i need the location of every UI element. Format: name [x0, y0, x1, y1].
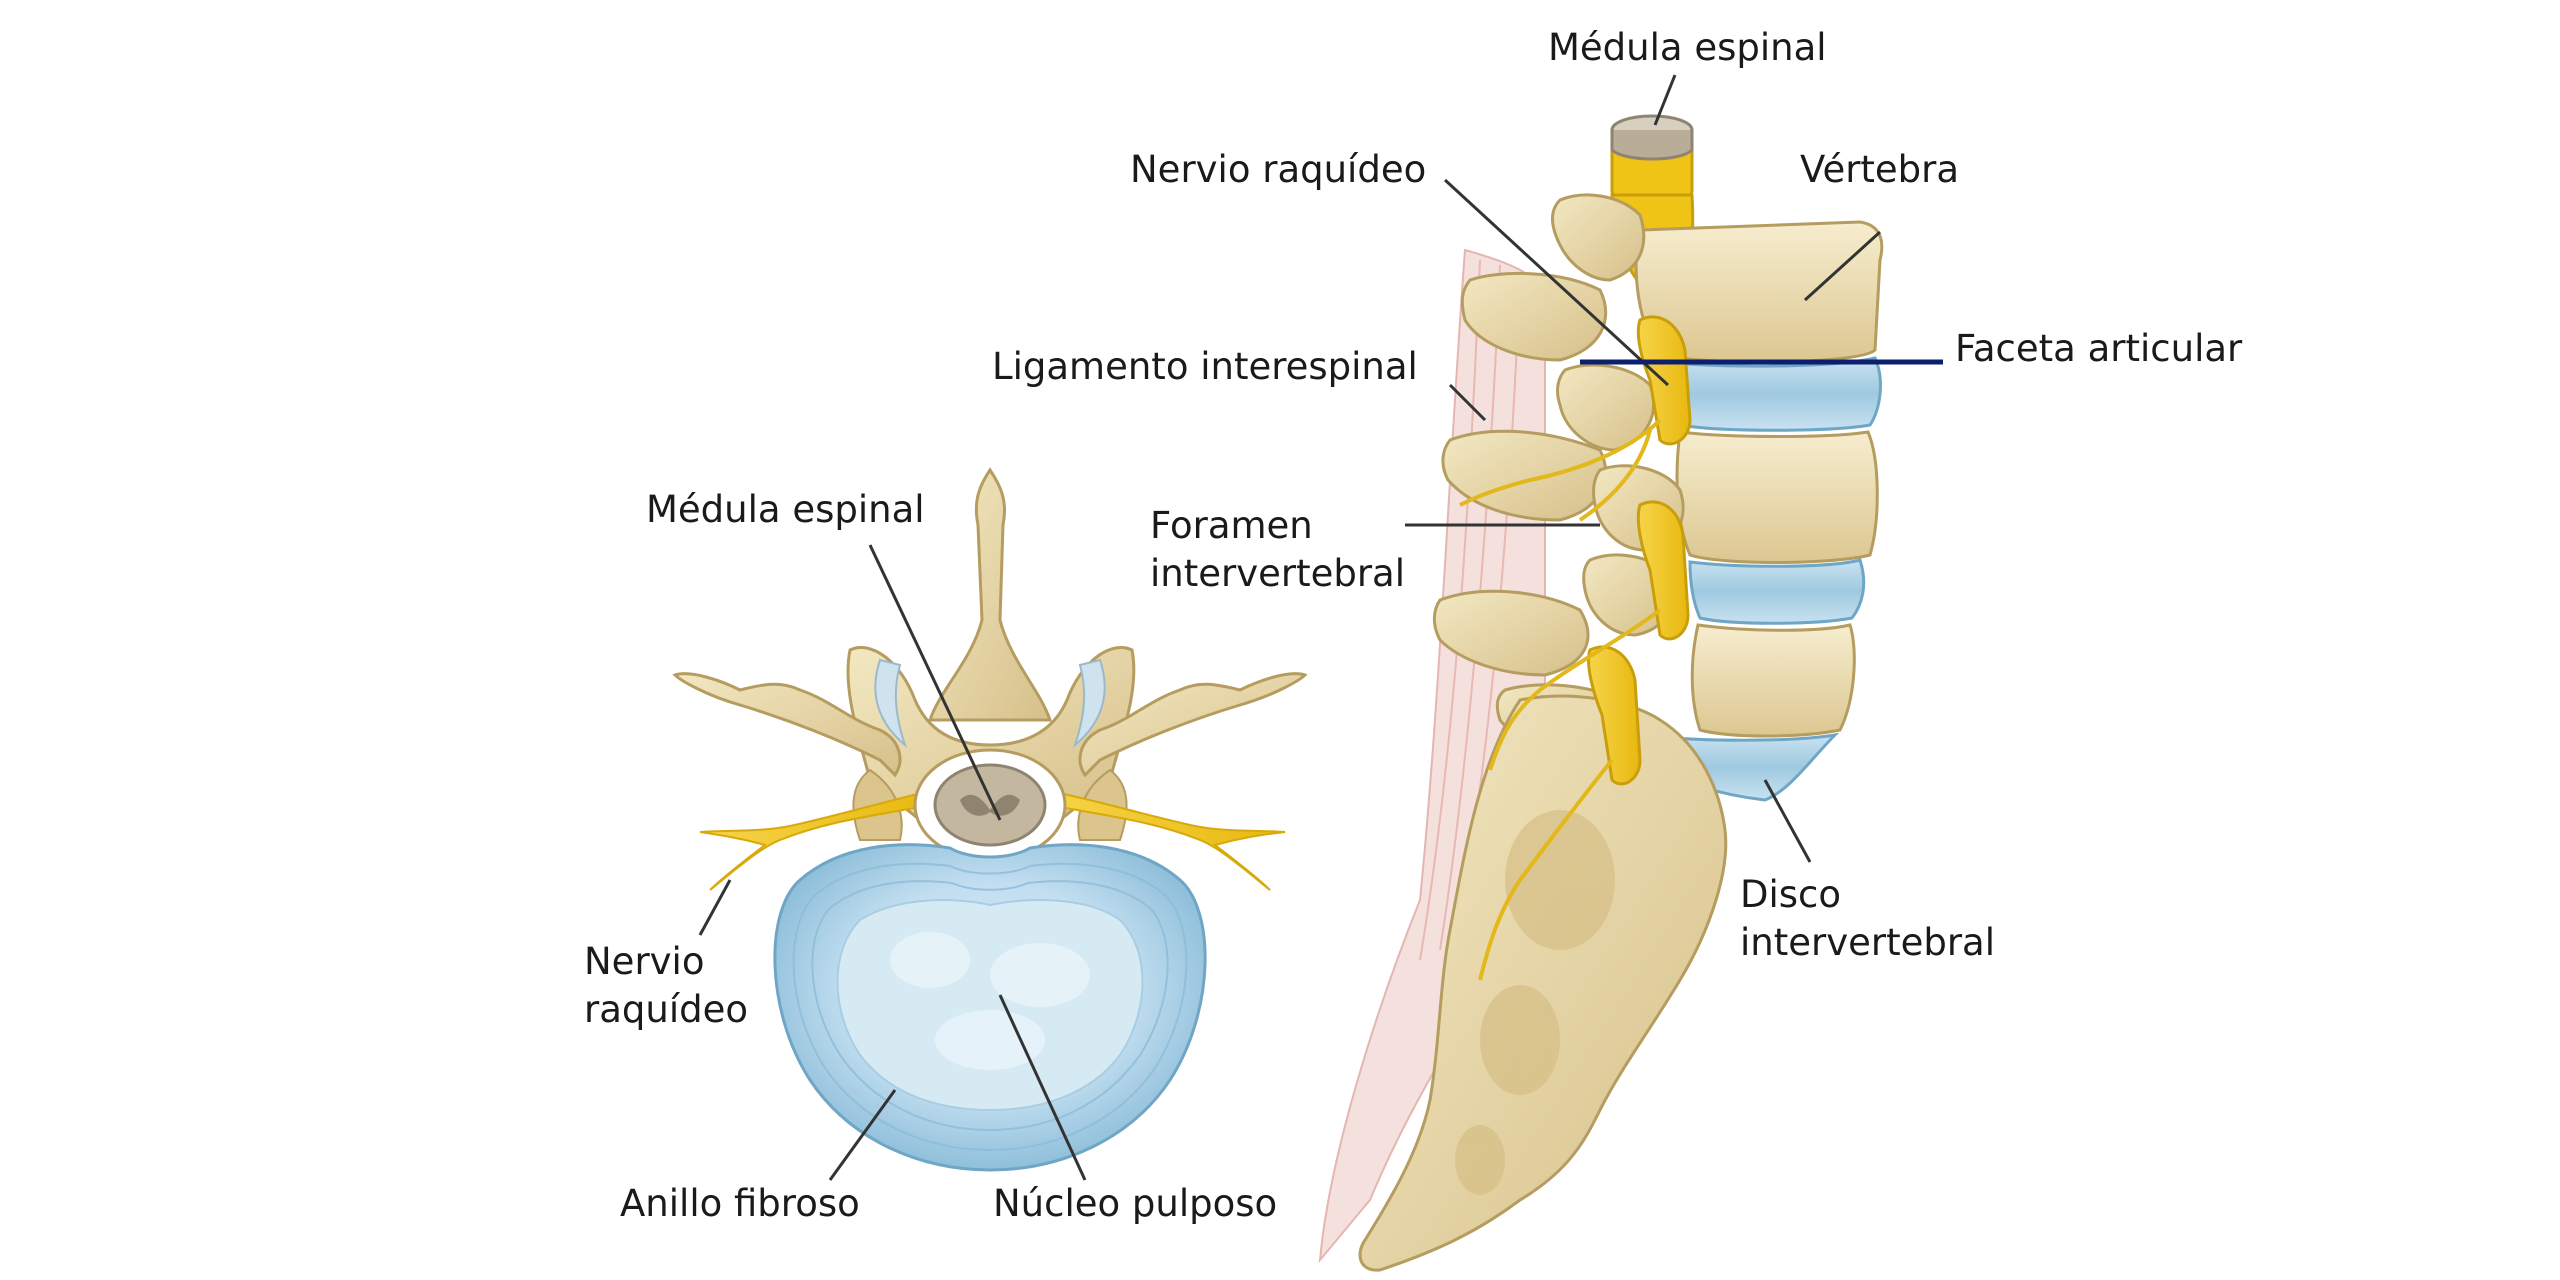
axial-spinal-nerves — [699, 788, 1286, 891]
transverse-process-left — [672, 672, 902, 778]
facet-cartilage-right — [1072, 658, 1106, 749]
disc-lateral-1 — [1663, 356, 1882, 432]
axial-nerve-left — [699, 788, 937, 891]
leader-nucleus — [998, 994, 1087, 1181]
lateral-nerve-branches — [1459, 418, 1662, 981]
label-axial-spinal-nerve-line2: raquídeo — [584, 988, 748, 1031]
leader-annulus — [828, 1089, 897, 1181]
label-nucleus-pulposus: Núcleo pulposo — [993, 1182, 1278, 1225]
label-disc-line1: Disco — [1740, 873, 1842, 916]
label-facet-joint: Faceta articular — [1955, 327, 2243, 370]
vertebral-body-2 — [1675, 430, 1879, 564]
label-disc-line2: intervertebral — [1740, 921, 1996, 964]
axial-canal — [913, 748, 1067, 862]
label-lateral-spinal-cord: Médula espinal — [1548, 26, 1827, 69]
spinous-process — [927, 467, 1053, 722]
leader-axial-spinal-cord — [868, 544, 1002, 821]
leader-ligament — [1448, 383, 1487, 422]
axial-nerve-right — [1043, 788, 1286, 891]
label-lateral-spinal-nerve: Nervio raquídeo — [1130, 148, 1427, 191]
label-annulus-fibrosus: Anillo fibroso — [620, 1182, 860, 1225]
label-interspinous-ligament: Ligamento interespinal — [992, 345, 1418, 388]
vertebral-body-3 — [1690, 623, 1856, 738]
facet-cartilage-left — [874, 658, 908, 749]
transverse-process-right — [1078, 672, 1308, 778]
label-axial-spinal-nerve-line1: Nervio — [584, 940, 705, 983]
label-foramen-line2: intervertebral — [1150, 552, 1406, 595]
label-axial-spinal-cord: Médula espinal — [646, 488, 925, 531]
nucleus-pulposus-shape — [836, 899, 1144, 1112]
label-foramen-line1: Foramen — [1150, 504, 1313, 547]
sacrum — [1358, 694, 1728, 1272]
axial-vertebra — [672, 467, 1308, 841]
axial-spinal-cord — [933, 763, 1047, 847]
leader-lateral-spinal-cord — [1653, 74, 1677, 126]
lateral-vertebral-bodies — [1634, 220, 1884, 802]
leader-axial-nerve — [698, 879, 732, 936]
gray-matter — [960, 794, 1020, 816]
axial-disc — [773, 843, 1207, 1172]
leader-disc — [1763, 779, 1812, 863]
leader-lateral-nerve — [1443, 178, 1670, 387]
disc-lateral-2 — [1688, 558, 1866, 625]
leader-lines — [698, 74, 1882, 1181]
leader-vertebra — [1803, 230, 1882, 302]
label-vertebra: Vértebra — [1800, 148, 1960, 191]
annulus-rings — [792, 862, 1188, 1152]
